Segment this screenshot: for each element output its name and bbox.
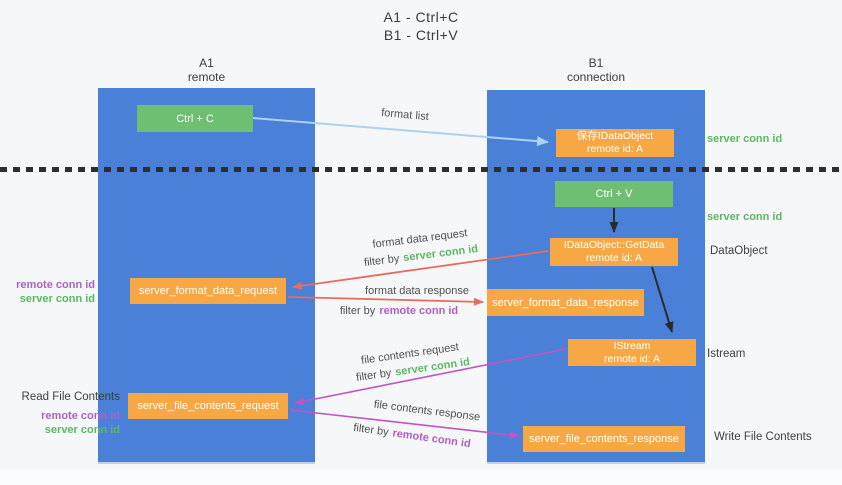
node-istream: IStream remote id: A: [568, 339, 696, 366]
label-server-conn-id-left-1: server conn id: [19, 293, 95, 305]
filter-by-text: filter by: [352, 421, 390, 439]
diagram-title: A1 - Ctrl+C B1 - Ctrl+V: [0, 8, 842, 44]
lifeline-b-role: connection: [566, 70, 626, 84]
title-line-a: A1 - Ctrl+C: [383, 9, 459, 25]
bottom-band: [0, 470, 842, 485]
node-getdata-line1: IDataObject::GetData: [563, 239, 665, 251]
node-server-format-data-request: server_format_data_request: [130, 278, 286, 304]
label-remote-conn-id-left-1: remote conn id: [16, 279, 95, 291]
label-write-file-contents: Write File Contents: [714, 431, 812, 443]
node-ctrl-c-label: Ctrl + C: [176, 112, 214, 125]
node-server-file-contents-request-label: server_file_contents_request: [137, 400, 279, 412]
label-server-conn-id-right-mid: server conn id: [707, 211, 783, 223]
server-conn-id-text: server conn id: [402, 243, 479, 265]
node-istream-line2: remote id: A: [603, 352, 661, 365]
node-save-dataobject-line1: 保存IDataObject: [576, 130, 654, 142]
node-save-dataobject-line2: remote id: A: [586, 143, 644, 155]
node-server-file-contents-response-label: server_file_contents_response: [529, 433, 679, 445]
filter-by-text: filter by: [355, 367, 393, 384]
arrow-format-data-response: [287, 296, 484, 306]
remote-conn-id-text: remote conn id: [379, 305, 459, 317]
lifeline-b-header: B1 connection: [487, 56, 705, 84]
label-file-contents-response: file contents response: [373, 398, 481, 424]
label-format-list: format list: [380, 106, 430, 124]
label-read-file-contents: Read File Contents: [21, 391, 120, 403]
node-ctrl-v: Ctrl + V: [555, 181, 673, 207]
lifeline-b-id: B1: [588, 56, 604, 70]
label-format-data-response: format data response: [365, 285, 469, 297]
node-server-format-data-response: server_format_data_response: [487, 289, 644, 316]
node-getdata-line2: remote id: A: [585, 252, 643, 264]
label-istream: Istream: [707, 348, 746, 360]
label-remote-conn-id-left-2: remote conn id: [41, 410, 120, 422]
node-server-file-contents-response: server_file_contents_response: [523, 426, 685, 452]
node-idataobject-getdata: IDataObject::GetData remote id: A: [550, 238, 678, 266]
filter-by-text: filter by: [363, 252, 401, 269]
lifeline-a-id: A1: [199, 56, 214, 70]
node-ctrl-v-label: Ctrl + V: [595, 188, 633, 200]
node-server-file-contents-request: server_file_contents_request: [128, 393, 288, 419]
node-server-format-data-request-label: server_format_data_request: [138, 285, 278, 297]
label-server-conn-id-left-2: server conn id: [44, 424, 120, 436]
label-server-conn-id-right-top: server conn id: [707, 133, 783, 145]
title-line-b: B1 - Ctrl+V: [383, 27, 459, 43]
filter-by-text: filter by: [339, 305, 376, 317]
node-server-format-data-response-label: server_format_data_response: [492, 296, 639, 309]
lifeline-a-role: remote: [187, 70, 226, 84]
label-dataobject: DataObject: [710, 245, 768, 257]
lifeline-a-header: A1 remote: [98, 56, 315, 84]
node-istream-line1: IStream: [613, 339, 651, 352]
remote-conn-id-text: remote conn id: [391, 427, 472, 451]
phase-separator-dotted-line: [0, 167, 842, 172]
node-ctrl-c: Ctrl + C: [137, 105, 253, 132]
node-save-dataobject: 保存IDataObject remote id: A: [556, 129, 674, 157]
